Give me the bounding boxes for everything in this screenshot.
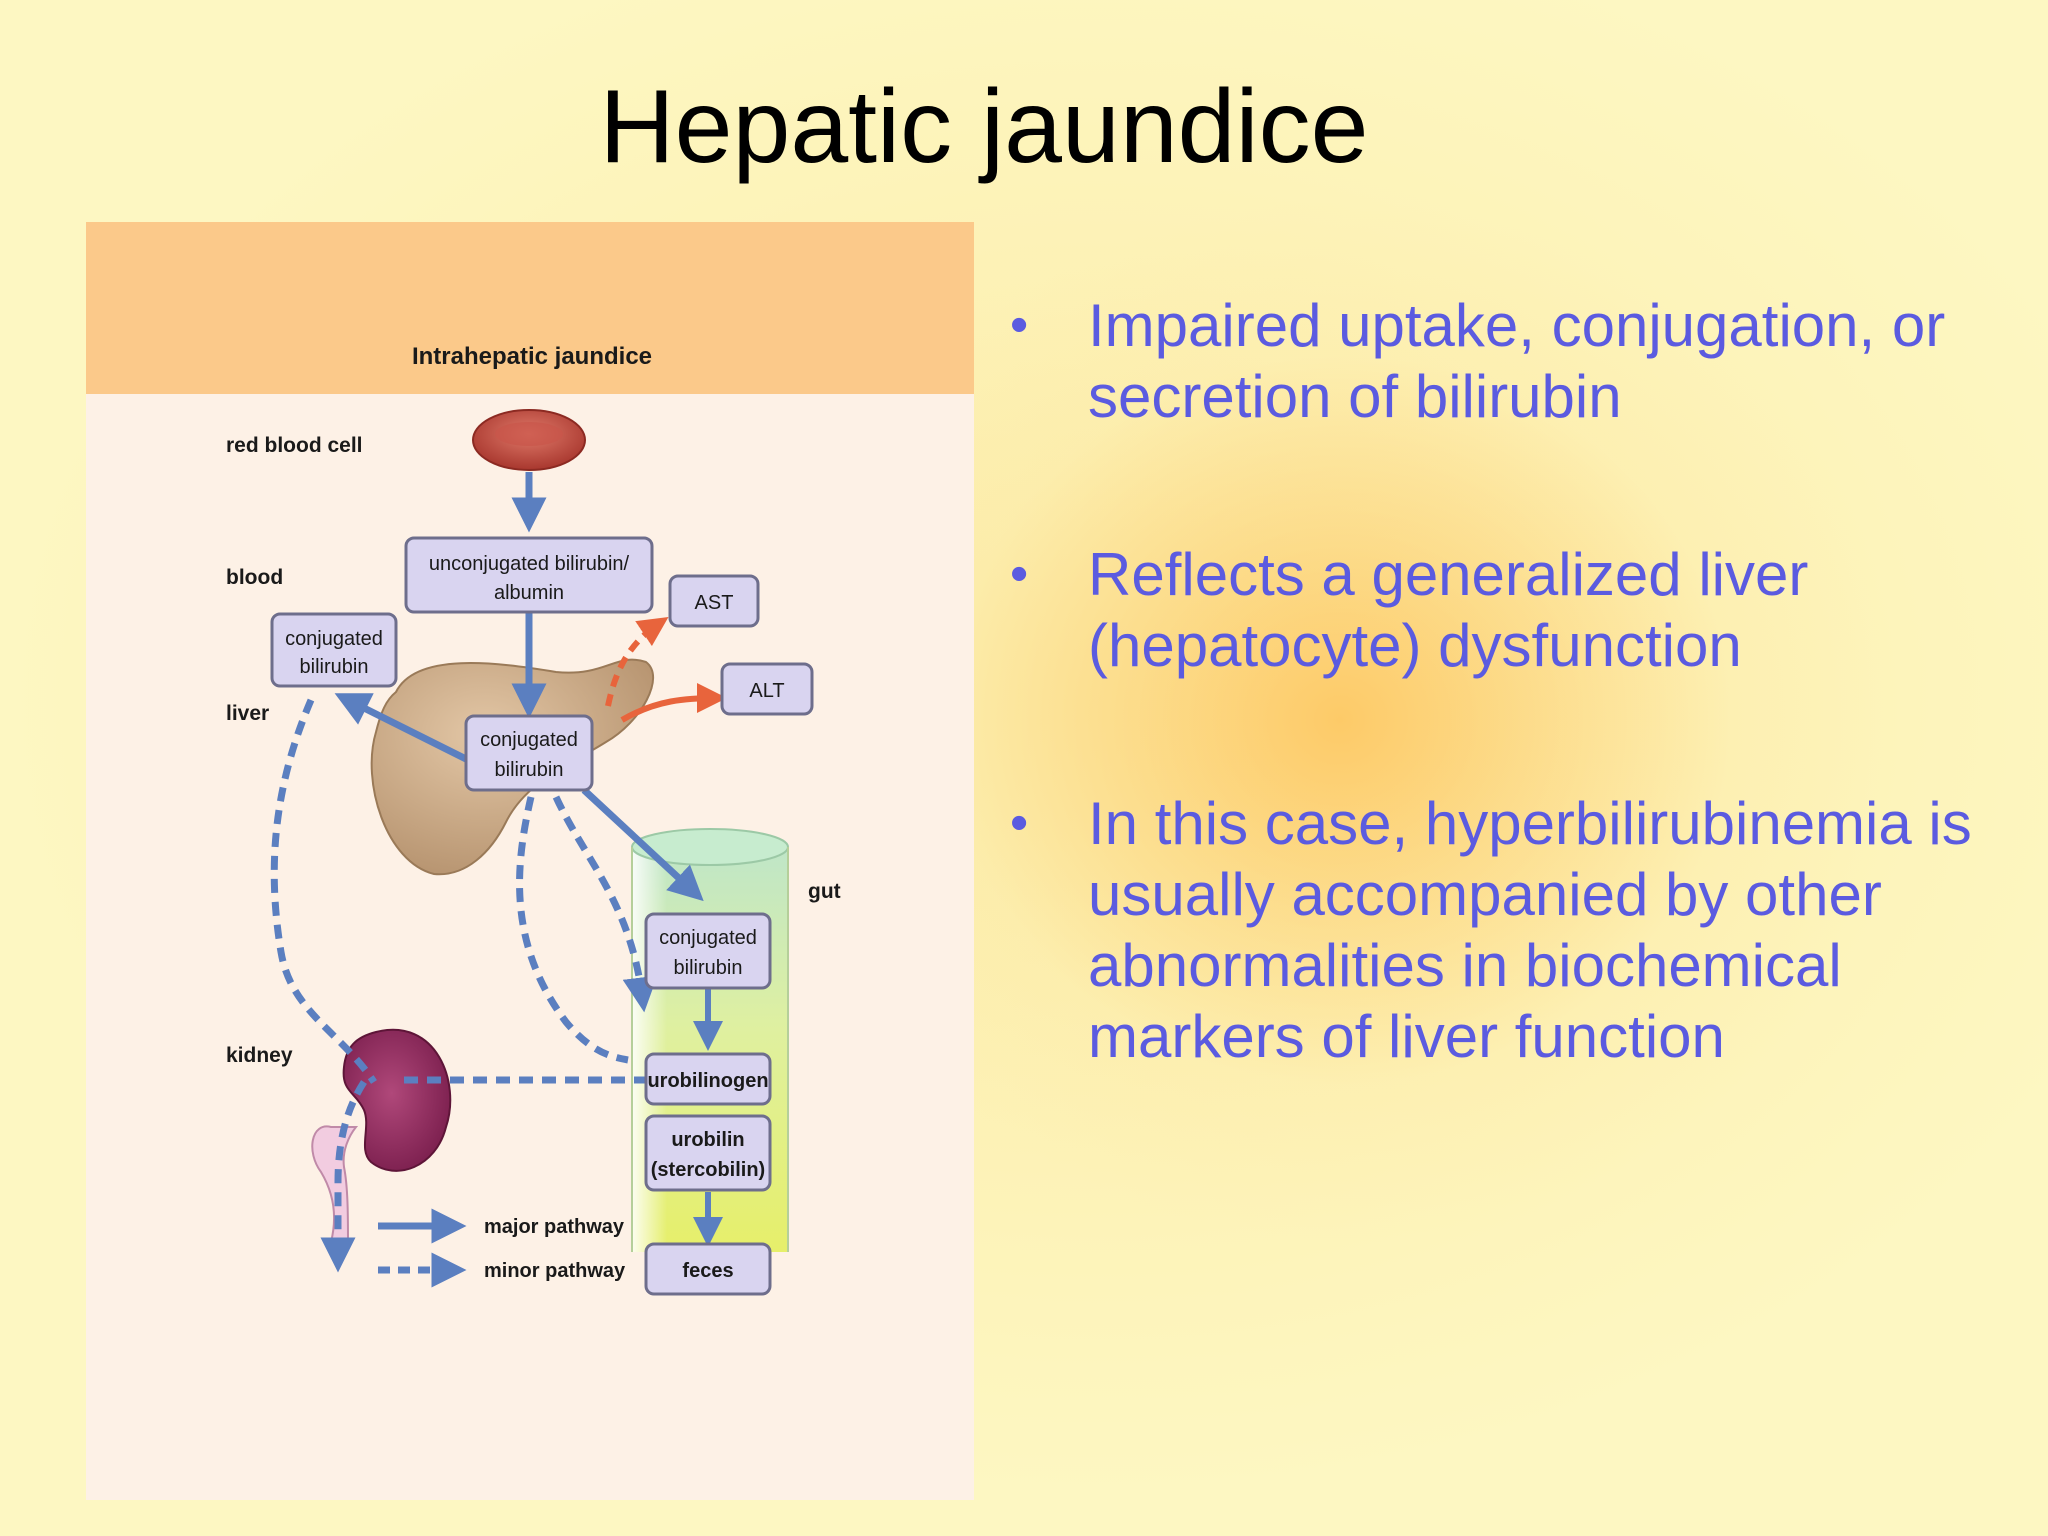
dashed-liver-to-gut (552, 795, 658, 1013)
box-urobilinogen: urobilinogen (644, 1052, 772, 1106)
bullet-text: Reflects a generalized liver (hepatocyte… (1088, 541, 1809, 679)
box-urobilinogen-label: urobilinogen (647, 1070, 768, 1092)
legend-minor-label: minor pathway (484, 1260, 626, 1282)
red-blood-cell-icon (472, 409, 586, 471)
bullet-dot-icon: • (1010, 794, 1029, 852)
box-unconjugated-bilirubin: unconjugated bilirubin/ albumin (404, 536, 654, 614)
arrow-liver-to-ast (605, 617, 669, 707)
bullet-dot-icon: • (1010, 545, 1029, 603)
bullet-text: Impaired uptake, conjugation, or secreti… (1088, 292, 1946, 430)
bullet-dot-icon: • (1010, 296, 1029, 354)
arrow-liver-to-gut (581, 787, 704, 902)
bullet-item: • Reflects a generalized liver (hepatocy… (1010, 539, 2010, 681)
bilirubin-pathway-diagram: Intrahepatic jaundice red blood cell blo… (86, 222, 974, 1296)
box-feces-label: feces (682, 1260, 733, 1282)
box-unconjugated-line1: unconjugated bilirubin/ (429, 553, 630, 575)
figure-header-text: Intrahepatic jaundice (412, 343, 652, 370)
bullet-list: • Impaired uptake, conjugation, or secre… (1010, 290, 2010, 1179)
box-conj-blood-line1: conjugated (285, 628, 383, 650)
figure-header-band (86, 222, 974, 394)
box-ast-label: AST (695, 592, 734, 614)
box-alt-label: ALT (749, 680, 784, 702)
dashed-kidney-to-urine (320, 1080, 367, 1273)
bullet-text: In this case, hyperbilirubinemia is usua… (1088, 790, 1972, 1070)
bullet-item: • Impaired uptake, conjugation, or secre… (1010, 290, 2010, 432)
box-unconjugated-line2: albumin (494, 582, 564, 604)
box-conj-gut-line1: conjugated (659, 927, 757, 949)
box-conjugated-bilirubin-blood: conjugated bilirubin (270, 612, 398, 688)
box-conjugated-bilirubin-liver: conjugated bilirubin (464, 714, 594, 792)
label-blood: blood (226, 566, 283, 589)
figure-panel: Intrahepatic jaundice red blood cell blo… (86, 222, 974, 1500)
box-conj-gut-line2: bilirubin (674, 957, 743, 979)
slide-title: Hepatic jaundice (599, 69, 1369, 185)
label-gut: gut (808, 880, 841, 903)
dashed-blood-to-kidney (270, 698, 377, 1084)
box-alt: ALT (720, 662, 814, 716)
bullet-item: • In this case, hyperbilirubinemia is us… (1010, 788, 2010, 1072)
box-urobilin-line2: (stercobilin) (651, 1159, 765, 1181)
box-urobilin-line1: urobilin (671, 1129, 744, 1151)
box-ast: AST (668, 574, 760, 628)
legend-major-label: major pathway (484, 1216, 625, 1238)
box-conj-blood-line2: bilirubin (300, 656, 369, 678)
dashed-liver-to-urobilinogen (516, 796, 629, 1064)
arrow-liver-to-blood-conjugated (334, 693, 470, 764)
box-feces: feces (644, 1242, 772, 1296)
box-conj-liver-line2: bilirubin (495, 759, 564, 781)
legend: major pathway minor pathway (378, 1208, 626, 1288)
kidney-icon (311, 1028, 452, 1246)
box-conj-liver-line1: conjugated (480, 729, 578, 751)
box-urobilin: urobilin (stercobilin) (644, 1114, 772, 1192)
label-liver: liver (226, 702, 269, 725)
label-red-blood-cell: red blood cell (226, 434, 363, 457)
label-kidney: kidney (226, 1044, 293, 1067)
box-conjugated-bilirubin-gut: conjugated bilirubin (644, 912, 772, 990)
arrow-liver-to-alt (620, 683, 727, 723)
